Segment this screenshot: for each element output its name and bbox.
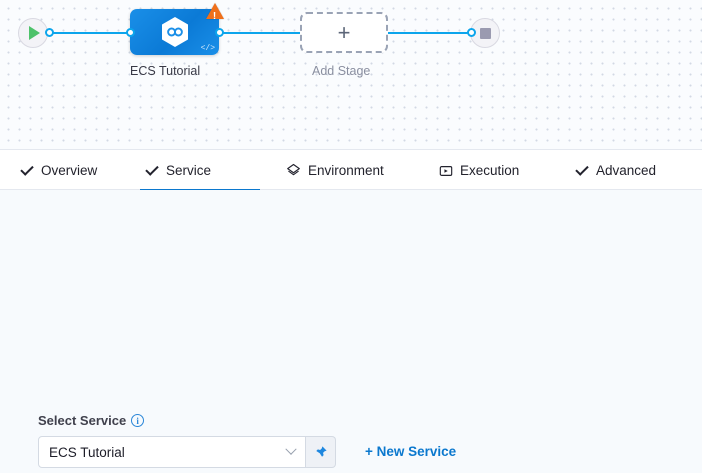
select-service-label-text: Select Service: [38, 413, 127, 428]
stage-node-ecs-tutorial[interactable]: ! </>: [130, 3, 224, 55]
stage-node-input-port[interactable]: [126, 28, 135, 37]
edge-stage-to-add: [216, 32, 304, 34]
stop-icon: [479, 27, 491, 39]
warning-triangle-icon: [206, 3, 224, 19]
edge-start-to-stage: [50, 32, 134, 34]
service-select-value: ECS Tutorial: [49, 444, 125, 460]
add-stage-label: Add Stage: [312, 64, 371, 78]
hexagon-link-icon: [161, 17, 188, 47]
check-icon: [574, 162, 589, 178]
pin-button[interactable]: [306, 436, 336, 468]
start-node[interactable]: [18, 18, 48, 48]
stage-node-output-port[interactable]: [215, 28, 224, 37]
chevron-down-icon: [285, 443, 297, 455]
stage-node-label: ECS Tutorial: [130, 64, 201, 78]
edge-add-to-end: [386, 32, 472, 34]
tab-service[interactable]: Service: [140, 150, 260, 192]
code-glyph: </>: [200, 44, 215, 53]
info-icon[interactable]: i: [131, 414, 145, 427]
tab-execution-label: Execution: [460, 163, 520, 178]
play-icon: [29, 26, 40, 40]
plus-icon: +: [337, 19, 351, 45]
end-node-input-port[interactable]: [467, 28, 476, 37]
tab-overview-label: Overview: [41, 163, 98, 178]
check-icon: [19, 162, 34, 178]
new-service-link[interactable]: + New Service: [365, 444, 457, 459]
select-service-label: Select Service i: [38, 413, 145, 428]
service-step-panel: Select Service i ECS Tutorial + New Serv…: [0, 190, 702, 473]
pipeline-canvas[interactable]: ! </> ECS Tutorial + Add Stage: [0, 0, 702, 149]
tab-service-label: Service: [166, 163, 212, 178]
pin-icon: [315, 446, 327, 457]
tab-environment-label: Environment: [308, 163, 384, 178]
add-stage-node[interactable]: +: [300, 12, 388, 53]
tab-advanced[interactable]: Advanced: [570, 150, 660, 191]
step-tabs: Overview Service Environment Execution A…: [0, 149, 702, 192]
play-box-icon: [438, 163, 453, 178]
service-select-group: ECS Tutorial: [38, 436, 336, 468]
tab-execution[interactable]: Execution: [434, 150, 523, 191]
start-node-output-port[interactable]: [45, 28, 54, 37]
service-select[interactable]: ECS Tutorial: [38, 436, 306, 468]
tab-advanced-label: Advanced: [596, 163, 657, 178]
check-icon: [144, 162, 159, 178]
tab-overview[interactable]: Overview: [15, 150, 101, 191]
tab-environment[interactable]: Environment: [282, 150, 388, 191]
warning-glyph: !: [212, 11, 217, 22]
layers-icon: [286, 163, 301, 178]
